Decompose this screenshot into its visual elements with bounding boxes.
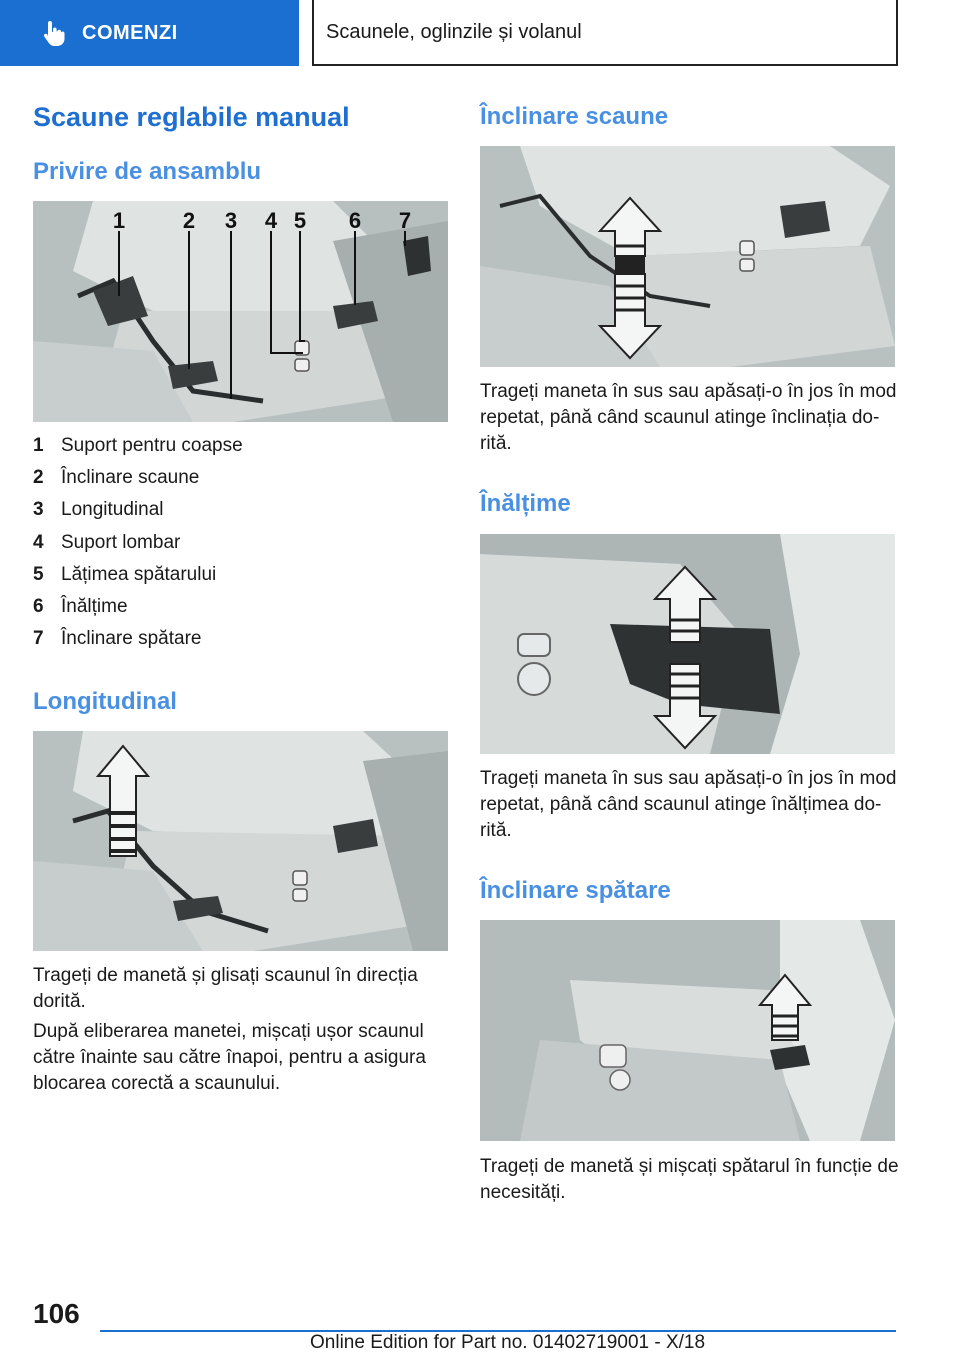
longitudinal-note: După eliberarea manetei, mișcați ușor sc… <box>33 1021 426 1094</box>
legend-item: 7 Înclinare spătare <box>33 623 243 655</box>
legend-label: Înălțime <box>61 596 128 618</box>
legend-item: 1 Suport pentru coapse <box>33 430 243 462</box>
chapter-title: Scaunele, oglinzile și volanul <box>326 20 582 43</box>
callout-2: 2 <box>183 208 195 233</box>
legend-number: 4 <box>33 531 44 553</box>
direction-arrow-icon <box>95 744 151 857</box>
legend-label: Longitudinal <box>61 499 164 521</box>
chapter-title-box: Scaunele, oglinzile și volanul <box>312 0 898 66</box>
legend-item: 5 Lățimea spătarului <box>33 559 243 591</box>
legend-number: 3 <box>33 499 44 521</box>
backrest-heading: Înclinare spătare <box>480 877 671 904</box>
backrest-image <box>480 920 895 1141</box>
legend-item: 4 Suport lombar <box>33 527 243 559</box>
legend-number: 7 <box>33 628 44 650</box>
footer-rule <box>100 1330 896 1332</box>
legend-item: 6 Înălțime <box>33 591 243 623</box>
legend-label: Înclinare spătare <box>61 628 202 650</box>
legend-label: Înclinare scaune <box>61 467 200 489</box>
overview-heading: Privire de ansamblu <box>33 158 262 185</box>
chapter-tab[interactable]: COMENZI <box>0 0 299 66</box>
seat-overview-image: 1 2 3 4 5 6 7 <box>33 201 448 422</box>
legend-number: 6 <box>33 596 44 618</box>
page-number: 106 <box>33 1298 80 1329</box>
backrest-instruction: Trageți de manetă și mișcați spătarul în… <box>480 1156 899 1203</box>
callout-7: 7 <box>399 208 411 233</box>
height-heading: Înălțime <box>480 490 571 517</box>
callout-3: 3 <box>225 208 237 233</box>
legend-label: Suport lombar <box>61 531 181 553</box>
callout-6: 6 <box>349 208 361 233</box>
tilt-instruction: Trageți maneta în sus sau apăsați-o în j… <box>480 381 897 454</box>
longitudinal-instruction: Trageți de manetă și glisați scaunul în … <box>33 965 418 1012</box>
height-instruction: Trageți maneta în sus sau apăsați-o în j… <box>480 768 897 841</box>
callout-1: 1 <box>113 208 125 233</box>
edition-footer: Online Edition for Part no. 01402719001 … <box>310 1332 706 1353</box>
callout-5: 5 <box>294 208 306 233</box>
longitudinal-heading: Longitudinal <box>33 688 177 715</box>
legend-item: 3 Longitudinal <box>33 494 243 526</box>
legend-label: Suport pentru coapse <box>61 435 243 457</box>
chapter-tab-label: COMENZI <box>82 21 178 44</box>
seat-height-image <box>480 534 895 754</box>
legend-number: 5 <box>33 563 44 585</box>
callout-4: 4 <box>265 208 278 233</box>
up-down-arrow-icon <box>652 565 718 750</box>
legend-label: Lățimea spătarului <box>61 563 217 585</box>
legend-item: 2 Înclinare scaune <box>33 462 243 494</box>
legend-number: 2 <box>33 467 44 489</box>
section-title: Scaune reglabile manual <box>33 102 350 132</box>
backrest-arrow-icon <box>757 973 813 1041</box>
up-down-arrow-icon <box>597 196 663 360</box>
hand-pointer-icon <box>43 21 65 46</box>
tilt-heading: Înclinare scaune <box>480 103 669 130</box>
legend-number: 1 <box>33 435 44 457</box>
longitudinal-image <box>33 731 448 951</box>
seat-tilt-image <box>480 146 895 367</box>
